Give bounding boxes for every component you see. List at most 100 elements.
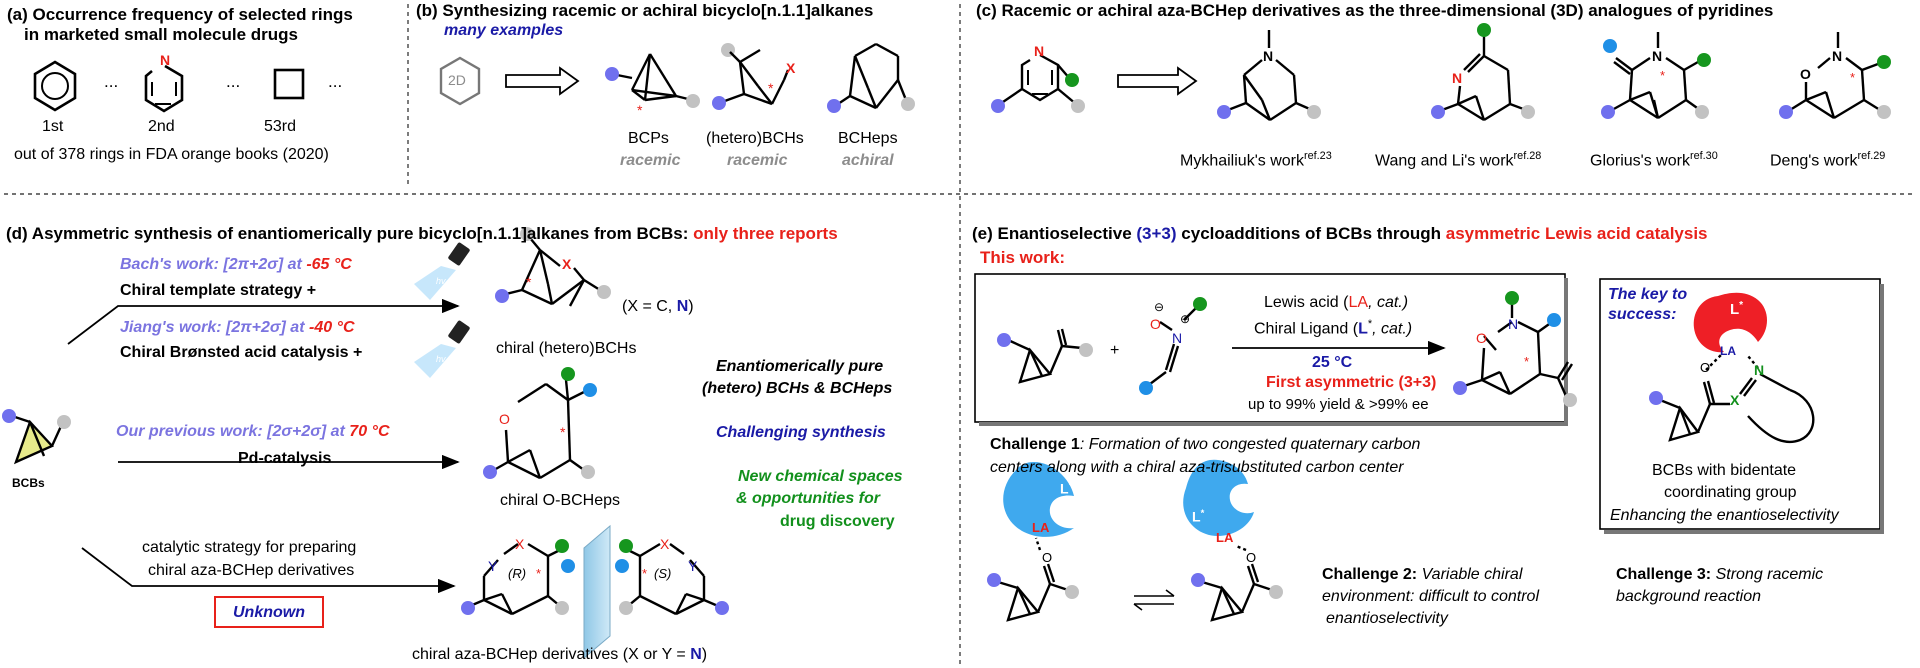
aza-s-x-atom: X: [660, 536, 670, 552]
side-note-2: Challenging synthesis: [716, 424, 886, 441]
side-note-3-line3: drug discovery: [780, 513, 895, 530]
challenge-1-line1: Challenge 1: Formation of two congested …: [990, 436, 1421, 453]
myk-n-atom: N: [1263, 48, 1274, 64]
ligand-l-right: L*: [1192, 508, 1205, 525]
panel-a-title-line2: in marketed small molecule drugs: [24, 25, 298, 44]
oxaza-bchep-deng: [1789, 32, 1881, 120]
obchep-star: *: [560, 424, 566, 440]
challenge-3-line1: Challenge 3: Strong racemic: [1616, 566, 1824, 583]
panel-a-title-line1: (a) Occurrence frequency of selected rin…: [7, 5, 353, 24]
aza-r-y-atom: Y: [488, 558, 498, 574]
nitrone-plus: ⊕: [1180, 312, 1191, 326]
condition-chiral-ligand: Chiral Ligand (L*, cat.): [1254, 318, 1413, 338]
aza-s-descriptor: (S): [654, 566, 672, 581]
key-title-line1: The key to: [1608, 286, 1688, 303]
open-arrow-c: [1117, 66, 1198, 96]
product-o-atom: O: [1476, 330, 1487, 346]
rank-2nd: 2nd: [148, 118, 175, 135]
bcb-structure: [11, 414, 64, 465]
panel-a-footnote: out of 378 rings in FDA orange books (20…: [14, 146, 329, 163]
la-right: LA: [1216, 530, 1234, 545]
product-star: *: [1524, 354, 1530, 369]
glorius-star: *: [1660, 68, 1666, 83]
benzene-structure: [33, 60, 77, 112]
product-chiral-obcheps: chiral O-BCHeps: [500, 492, 621, 509]
x-equals-note: (X = C, N): [622, 298, 694, 315]
aza-r-star: *: [536, 566, 542, 581]
unknown-label: Unknown: [233, 604, 305, 621]
panel-d-title: (d) Asymmetric synthesis of enantiomeric…: [6, 224, 838, 243]
hetero-bch-structure: [721, 48, 790, 106]
challenge-2-line3: enantioselectivity: [1326, 610, 1448, 627]
product-n-atom: N: [1508, 316, 1519, 332]
ellipsis-1: ...: [104, 72, 119, 91]
our-work-line: Our previous work: [2σ+2σ] at 70 °C: [116, 423, 390, 440]
2d-label: 2D: [448, 72, 466, 88]
aza-bchep-s: [623, 542, 719, 616]
bch-label: (hetero)BCHs: [706, 130, 804, 147]
ref-wang-li: Wang and Li's workref.28: [1375, 150, 1542, 170]
pyridine-structure: [144, 64, 184, 113]
aza-s-star: *: [642, 566, 648, 581]
challenge-1-line2: centers along with a chiral aza-trisubst…: [990, 459, 1404, 476]
nitrone-substrate: [1149, 307, 1197, 385]
rank-1st: 1st: [42, 118, 64, 135]
ellipsis-2: ...: [226, 72, 241, 91]
bch-x-atom: X: [786, 60, 796, 76]
bch-d-star: *: [526, 274, 532, 290]
bcp-stereo-star: *: [637, 102, 643, 118]
reaction-arrows-d: [67, 298, 460, 594]
chiral-ligand-right: [1183, 459, 1254, 536]
nitrone-minus: ⊖: [1154, 300, 1165, 314]
condition-temperature: 25 °C: [1312, 354, 1353, 371]
pyridine-n-atom: N: [160, 52, 171, 68]
unknown-box: Unknown: [214, 596, 324, 628]
key-n-atom: N: [1754, 362, 1765, 378]
hv-label-1: hv: [436, 276, 446, 286]
ellipsis-3: ...: [328, 72, 343, 91]
chiral-ligand-key: [1693, 292, 1767, 353]
bch-stereo-star: *: [768, 80, 774, 96]
challenge-2-line1: Challenge 2: Variable chiral: [1322, 566, 1523, 583]
open-arrow-b: [505, 66, 580, 96]
chiral-o-bchep: [493, 379, 585, 480]
jiang-strategy: Chiral Brønsted acid catalysis +: [120, 344, 363, 361]
plus-sign: +: [1110, 342, 1120, 359]
challenge-2-line2: environment: difficult to control: [1322, 588, 1539, 605]
light-lamp-icon-1: [414, 242, 470, 300]
bach-strategy: Chiral template strategy +: [120, 282, 317, 299]
cycloadduct-product: [1463, 302, 1574, 397]
aza-r-x-atom: X: [515, 536, 525, 552]
panel-b-title: (b) Synthesizing racemic or achiral bicy…: [416, 1, 874, 20]
carbonyl-o-right: O: [1246, 550, 1257, 565]
product-chiral-bchs: chiral (hetero)BCHs: [496, 340, 637, 357]
panel-dividers: [4, 4, 1916, 664]
aza-s-y-atom: Y: [688, 558, 698, 574]
key-desc-line1: BCBs with bidentate: [1652, 462, 1797, 479]
side-note-1-line1: Enantiomerically pure: [716, 358, 884, 375]
substituted-pyridine: [999, 53, 1077, 105]
panel-e-title: (e) Enantioselective (3+3) cycloaddition…: [972, 224, 1708, 243]
key-x-atom: X: [1730, 392, 1740, 408]
cyclobutane-structure: [273, 68, 305, 100]
catalytic-strategy-line1: catalytic strategy for preparing: [142, 539, 357, 556]
bcp-label: BCPs: [628, 130, 669, 147]
bcbs-label: BCBs: [12, 476, 45, 490]
deng-n-atom: N: [1832, 48, 1843, 64]
side-note-3-line2: & opportunities for: [736, 490, 880, 507]
key-desc-line3: Enhancing the enantioselectivity: [1610, 507, 1839, 524]
wang-n-atom: N: [1452, 70, 1463, 86]
la-left: LA: [1032, 520, 1050, 535]
pd-catalysis: Pd-catalysis: [238, 450, 332, 467]
bch-racemic-label: racemic: [727, 152, 788, 169]
pyridine-c-n-atom: N: [1034, 43, 1045, 59]
challenge-3-line2: background reaction: [1616, 588, 1761, 605]
glorius-n-atom: N: [1652, 48, 1663, 64]
bcb-complex-right: [1201, 544, 1273, 622]
light-lamp-icon-2: [414, 320, 470, 378]
equilibrium-arrows: [1133, 589, 1175, 611]
side-note-3-line1: New chemical spaces: [738, 468, 903, 485]
deng-o-atom: O: [1800, 66, 1811, 82]
nitrone-n-atom: N: [1172, 330, 1183, 346]
panel-b-subtitle: many examples: [444, 22, 564, 39]
